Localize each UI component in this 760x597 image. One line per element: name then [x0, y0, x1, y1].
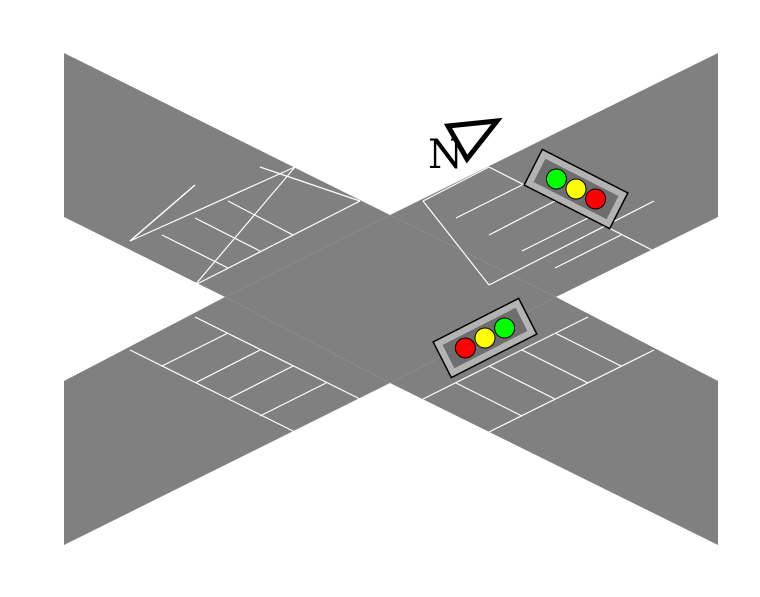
north-arrow-icon [443, 117, 503, 164]
yellow-lamp [565, 178, 587, 200]
green-lamp [545, 168, 567, 190]
red-lamp [454, 337, 476, 359]
traffic-light-southeast [432, 297, 538, 379]
crosswalk-southwest [129, 316, 361, 433]
crosswalk-northwest [129, 166, 361, 286]
compass: N [428, 117, 503, 178]
red-lamp [585, 188, 607, 210]
crosswalk-southeast [422, 316, 655, 433]
road-arm-northwest [64, 53, 390, 297]
roads [64, 53, 718, 545]
yellow-lamp [474, 327, 496, 349]
green-lamp [494, 317, 516, 339]
road-center [225, 215, 556, 383]
road-arm-southwest [64, 297, 390, 545]
traffic-light-northeast [523, 148, 629, 230]
